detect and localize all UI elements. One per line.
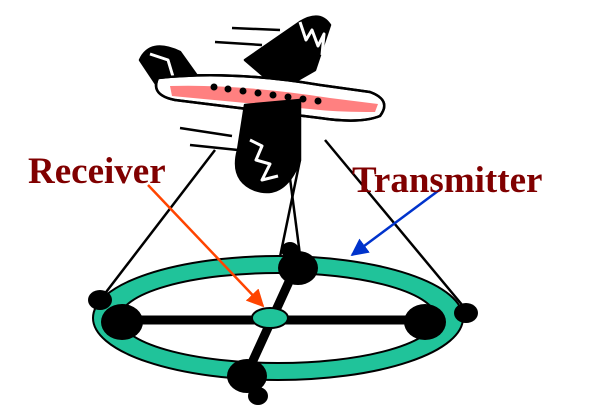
node-left-outer xyxy=(88,290,112,310)
receiver-label: Receiver xyxy=(28,151,166,192)
node-top xyxy=(278,251,318,285)
node-right-outer xyxy=(454,303,478,323)
receiver-pad xyxy=(252,308,288,328)
node-bottom-small xyxy=(248,387,268,405)
node-left xyxy=(101,304,143,340)
node-top-small xyxy=(281,242,299,258)
node-right xyxy=(404,304,446,340)
transmitter-label: Transmitter xyxy=(352,160,542,201)
